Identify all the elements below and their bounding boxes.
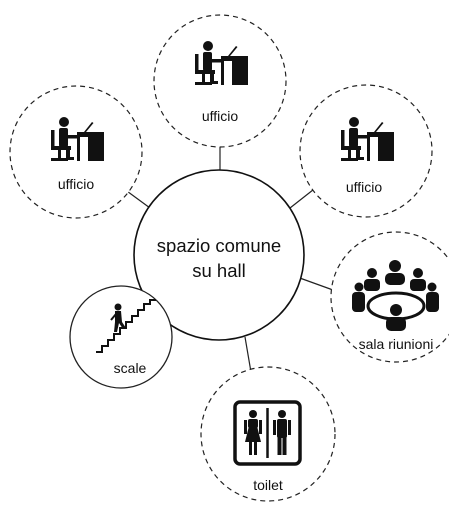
hub-label-line1: spazio comune — [157, 235, 281, 256]
meeting-table-icon — [352, 260, 439, 331]
node-label-toilet: toilet — [253, 477, 283, 493]
node-label-meeting: sala riunioni — [359, 336, 434, 352]
node-office-top: ufficio — [153, 14, 287, 148]
hub-node: spazio comune su hall — [133, 169, 305, 341]
node-label-office-left: ufficio — [58, 176, 95, 192]
edge-meeting — [296, 276, 334, 291]
node-office-right: ufficio — [299, 84, 433, 218]
node-label-office-right: ufficio — [346, 179, 383, 195]
node-label-office-top: ufficio — [202, 108, 239, 124]
node-label-stairs: scale — [114, 360, 147, 376]
node-toilet: toilet — [200, 366, 336, 502]
node-office-left: ufficio — [9, 85, 143, 219]
node-stairs: scale — [69, 285, 173, 389]
node-meeting: sala riunioni — [330, 231, 449, 363]
toilet-sign-icon — [233, 400, 302, 466]
stairs-icon — [96, 299, 156, 353]
hub-label-line2: su hall — [192, 260, 245, 281]
